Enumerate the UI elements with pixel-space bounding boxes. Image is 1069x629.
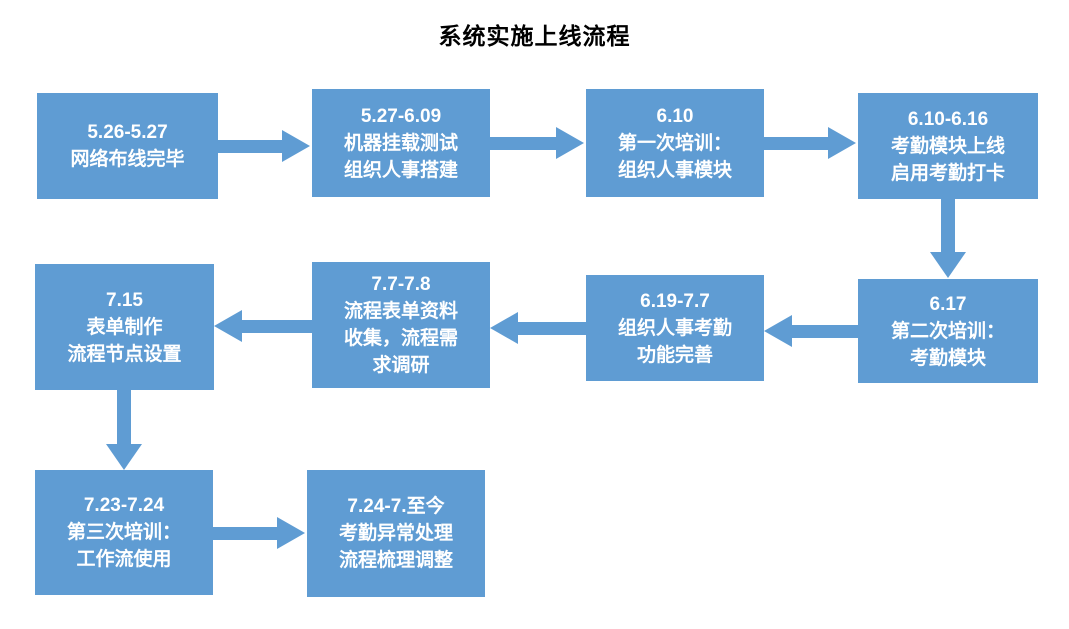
flow-node-2: 5.27-6.09 机器挂载测试 组织人事搭建 bbox=[312, 89, 490, 197]
node-line: 功能完善 bbox=[636, 344, 713, 366]
arrow-down-icon bbox=[106, 444, 142, 470]
arrow-left-icon bbox=[764, 315, 792, 347]
node-line: 第一次培训： bbox=[617, 132, 732, 154]
node-date: 7.24-7.至今 bbox=[347, 496, 445, 517]
arrow-down-icon bbox=[930, 252, 966, 278]
arrow-left-icon bbox=[214, 310, 242, 342]
arrow-right-icon bbox=[282, 130, 310, 162]
flow-node-10: 7.24-7.至今 考勤异常处理 流程梳理调整 bbox=[307, 470, 485, 597]
node-date: 7.7-7.8 bbox=[371, 274, 431, 295]
arrow-2-stem bbox=[490, 137, 556, 150]
node-line: 考勤模块 bbox=[909, 347, 986, 369]
flow-node-4: 6.10-6.16 考勤模块上线 启用考勤打卡 bbox=[858, 93, 1038, 199]
node-line: 机器挂载测试 bbox=[343, 132, 458, 154]
node-line: 第二次培训： bbox=[890, 320, 1005, 342]
flow-node-6: 6.19-7.7 组织人事考勤 功能完善 bbox=[586, 275, 764, 381]
node-date: 6.17 bbox=[929, 293, 967, 315]
arrow-right-icon bbox=[828, 127, 856, 159]
flow-node-8: 7.15 表单制作 流程节点设置 bbox=[35, 264, 214, 390]
node-date: 5.27-6.09 bbox=[360, 105, 442, 127]
node-date: 6.10-6.16 bbox=[907, 108, 989, 130]
node-line: 组织人事考勤 bbox=[617, 317, 732, 339]
arrow-1-stem bbox=[218, 140, 282, 153]
arrow-5-stem bbox=[792, 325, 858, 338]
node-line: 流程节点设置 bbox=[67, 343, 182, 365]
arrow-8-stem bbox=[117, 390, 131, 444]
node-line: 启用考勤打卡 bbox=[890, 162, 1005, 184]
arrow-9-stem bbox=[213, 527, 277, 540]
node-line: 网络布线完毕 bbox=[70, 149, 185, 170]
chart-title: 系统实施上线流程 bbox=[438, 23, 631, 49]
node-line: 流程梳理调整 bbox=[338, 550, 453, 571]
flow-node-3: 6.10 第一次培训： 组织人事模块 bbox=[586, 89, 764, 197]
node-line: 表单制作 bbox=[86, 316, 163, 338]
node-line: 流程表单资料 bbox=[343, 301, 458, 322]
arrow-right-icon bbox=[556, 127, 584, 159]
node-date: 7.23-7.24 bbox=[83, 495, 165, 516]
node-line: 工作流使用 bbox=[76, 549, 172, 570]
flow-node-7: 7.7-7.8 流程表单资料 收集，流程需 求调研 bbox=[312, 262, 490, 388]
node-line: 组织人事搭建 bbox=[343, 159, 458, 181]
node-line: 组织人事模块 bbox=[617, 159, 732, 181]
node-line: 收集，流程需 bbox=[343, 328, 458, 349]
arrow-3-stem bbox=[764, 137, 828, 150]
node-date: 7.15 bbox=[106, 289, 143, 311]
flow-node-1: 5.26-5.27 网络布线完毕 bbox=[37, 93, 218, 199]
node-date: 6.19-7.7 bbox=[640, 290, 710, 312]
node-date: 6.10 bbox=[656, 105, 694, 127]
arrow-7-stem bbox=[242, 320, 312, 333]
flow-node-5: 6.17 第二次培训： 考勤模块 bbox=[858, 279, 1038, 383]
arrow-6-stem bbox=[518, 322, 586, 335]
arrow-right-icon bbox=[277, 517, 305, 549]
node-line: 考勤模块上线 bbox=[890, 135, 1005, 157]
arrow-4-stem bbox=[941, 199, 955, 252]
node-line: 求调研 bbox=[372, 355, 430, 376]
arrow-left-icon bbox=[490, 312, 518, 344]
node-line: 第三次培训： bbox=[66, 522, 181, 543]
node-date: 5.26-5.27 bbox=[87, 122, 168, 143]
flow-node-9: 7.23-7.24 第三次培训： 工作流使用 bbox=[35, 470, 213, 595]
node-line: 考勤异常处理 bbox=[338, 523, 453, 544]
